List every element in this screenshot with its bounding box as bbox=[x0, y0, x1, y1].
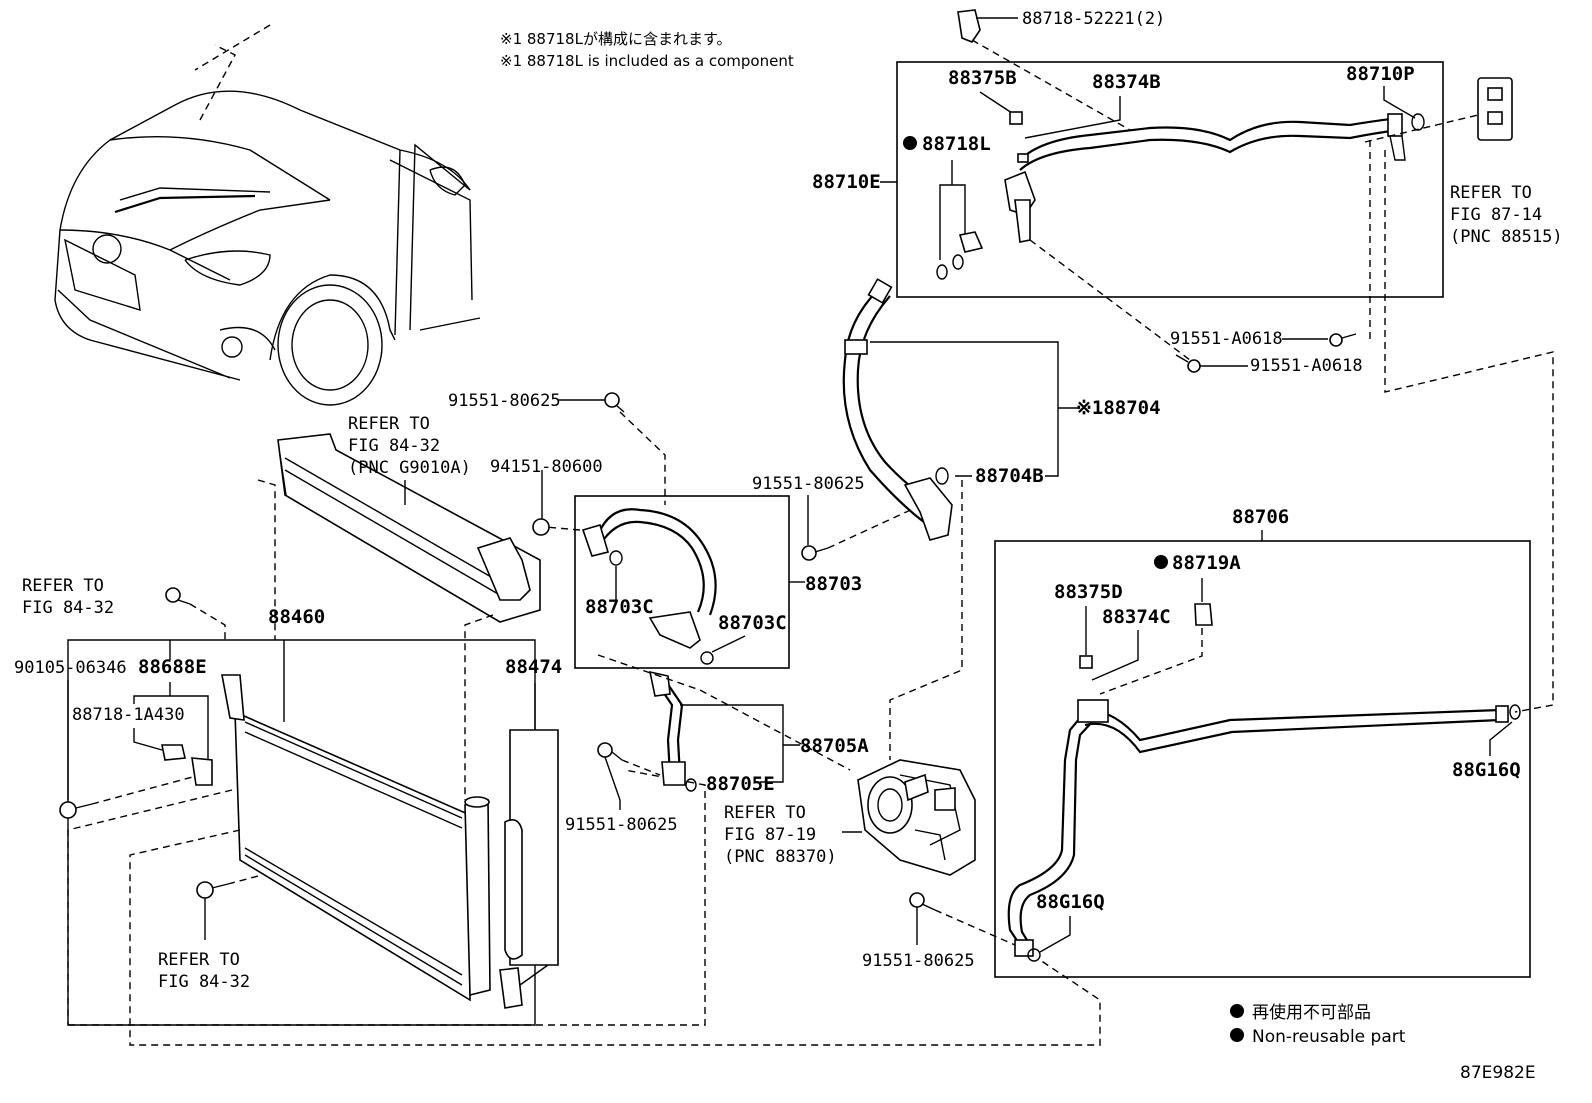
label-88460: 88460 bbox=[268, 606, 325, 628]
figure-id: 87E982E bbox=[1460, 1063, 1536, 1083]
label-91551-A0618-b: 91551-A0618 bbox=[1250, 356, 1363, 376]
refer-87-19-line2: FIG 87-19 bbox=[724, 825, 816, 845]
label-88718-52221: 88718-52221(2) bbox=[1022, 9, 1165, 29]
label-88703C-b: 88703C bbox=[718, 612, 787, 634]
part-88706-pipe bbox=[1007, 699, 1509, 957]
non-reusable-dot-88718L bbox=[903, 136, 917, 150]
part-88704B-oring bbox=[935, 467, 949, 485]
part-88703C-oring-b bbox=[700, 651, 714, 665]
label-91551-80625-c: 91551-80625 bbox=[565, 815, 678, 835]
label-91551-80625-d: 91551-80625 bbox=[862, 951, 975, 971]
part-radiator-upper bbox=[277, 433, 541, 623]
bolt-91551-A0618-b bbox=[1175, 354, 1201, 373]
bolt-91551-80625-a bbox=[604, 392, 625, 413]
label-91551-80625-b: 91551-80625 bbox=[752, 474, 865, 494]
refer-87-14-line2: FIG 87-14 bbox=[1450, 205, 1542, 225]
bolt-refer-84-32-c bbox=[196, 881, 229, 899]
legend-jp: 再使用不可部品 bbox=[1252, 1002, 1371, 1023]
refer-84-32-c-line1: REFER TO bbox=[158, 950, 240, 970]
bolt-91551-80625-b bbox=[801, 545, 829, 561]
part-88718L-oring-b bbox=[952, 254, 964, 270]
label-88688E: 88688E bbox=[138, 656, 207, 678]
part-88718L-oring-a bbox=[936, 264, 948, 280]
part-88719A-switch bbox=[1194, 603, 1213, 626]
refer-87-14-line3: (PNC 88515) bbox=[1450, 227, 1563, 247]
refer-84-32-a-line3: (PNC G9010A) bbox=[348, 458, 471, 478]
refer-87-19-line1: REFER TO bbox=[724, 803, 806, 823]
part-88703C-oring-a bbox=[609, 550, 623, 566]
label-88374B: 88374B bbox=[1092, 71, 1161, 93]
label-88703C-a: 88703C bbox=[585, 596, 654, 618]
label-88718-1A430: 88718-1A430 bbox=[72, 705, 185, 725]
part-88710E-pipe bbox=[1004, 113, 1406, 243]
part-expansion-valve bbox=[1477, 77, 1513, 141]
label-88703: 88703 bbox=[805, 573, 862, 595]
part-88G16Q-oring-a bbox=[1509, 704, 1521, 720]
label-88710E: 88710E bbox=[812, 171, 881, 193]
part-88G16Q-oring-b bbox=[1027, 948, 1041, 962]
refer-84-32-c-line2: FIG 84-32 bbox=[158, 972, 250, 992]
label-88375D: 88375D bbox=[1054, 581, 1123, 603]
part-94151-80600 bbox=[532, 518, 550, 536]
label-88705A: 88705A bbox=[800, 735, 869, 757]
part-88718L-valve bbox=[958, 231, 984, 253]
part-88375D bbox=[1079, 655, 1093, 669]
vehicle-illustration bbox=[54, 24, 481, 406]
bolt-91551-80625-c bbox=[597, 742, 623, 761]
part-88474-filter bbox=[499, 729, 559, 1009]
legend-en: Non-reusable part bbox=[1252, 1027, 1406, 1047]
legend-dot-jp bbox=[1230, 1004, 1244, 1018]
bolt-91551-80625-d bbox=[909, 892, 936, 911]
note-en: ※1 88718L is included as a component bbox=[500, 52, 794, 70]
refer-87-19-line3: (PNC 88370) bbox=[724, 847, 837, 867]
bolt-91551-A0618-a bbox=[1329, 333, 1357, 347]
part-88710P-oring bbox=[1411, 113, 1425, 131]
box-88460 bbox=[67, 639, 536, 1026]
part-compressor bbox=[857, 759, 976, 876]
label-94151-80600: 94151-80600 bbox=[490, 457, 603, 477]
bolt-90105-06346 bbox=[59, 801, 93, 819]
part-88718-52221-clip bbox=[957, 9, 1018, 43]
part-88375B bbox=[1009, 111, 1023, 125]
part-88705E-oring bbox=[685, 778, 697, 792]
label-91551-A0618-a: 91551-A0618 bbox=[1170, 329, 1283, 349]
part-88718-1A430 bbox=[161, 744, 186, 761]
refer-84-32-b-line1: REFER TO bbox=[22, 576, 104, 596]
box-88710E bbox=[896, 61, 1444, 298]
label-88G16Q-a: 88G16Q bbox=[1452, 759, 1521, 781]
label-91551-80625-a: 91551-80625 bbox=[448, 391, 561, 411]
label-88719A: 88719A bbox=[1172, 552, 1241, 574]
label-88718L: 88718L bbox=[922, 133, 991, 155]
note-jp: ※1 88718Lが構成に含まれます。 bbox=[500, 30, 731, 48]
label-88710P: 88710P bbox=[1346, 63, 1415, 85]
label-88374C: 88374C bbox=[1102, 606, 1171, 628]
refer-87-14-line1: REFER TO bbox=[1450, 183, 1532, 203]
non-reusable-dot-88719A bbox=[1154, 555, 1168, 569]
part-88704-hose bbox=[842, 278, 953, 541]
bolt-refer-84-32-b bbox=[165, 587, 191, 605]
part-88688E-bracket bbox=[191, 757, 213, 786]
label-88G16Q-b: 88G16Q bbox=[1036, 891, 1105, 913]
label-88704: ※188704 bbox=[1076, 397, 1161, 419]
label-88706: 88706 bbox=[1232, 506, 1289, 528]
part-88460-condenser bbox=[221, 674, 491, 1002]
refer-84-32-b-line2: FIG 84-32 bbox=[22, 598, 114, 618]
label-88375B: 88375B bbox=[948, 67, 1017, 89]
legend-dot-en bbox=[1230, 1028, 1244, 1042]
refer-84-32-a-line2: FIG 84-32 bbox=[348, 436, 440, 456]
label-88474: 88474 bbox=[505, 656, 562, 678]
part-88703-hose bbox=[581, 508, 717, 649]
label-88705E: 88705E bbox=[706, 773, 775, 795]
part-88705A-pipe bbox=[648, 670, 686, 786]
label-88704B: 88704B bbox=[975, 465, 1044, 487]
label-90105-06346: 90105-06346 bbox=[14, 658, 127, 678]
leader-88718-52221 bbox=[971, 39, 1131, 131]
refer-84-32-a-line1: REFER TO bbox=[348, 414, 430, 434]
